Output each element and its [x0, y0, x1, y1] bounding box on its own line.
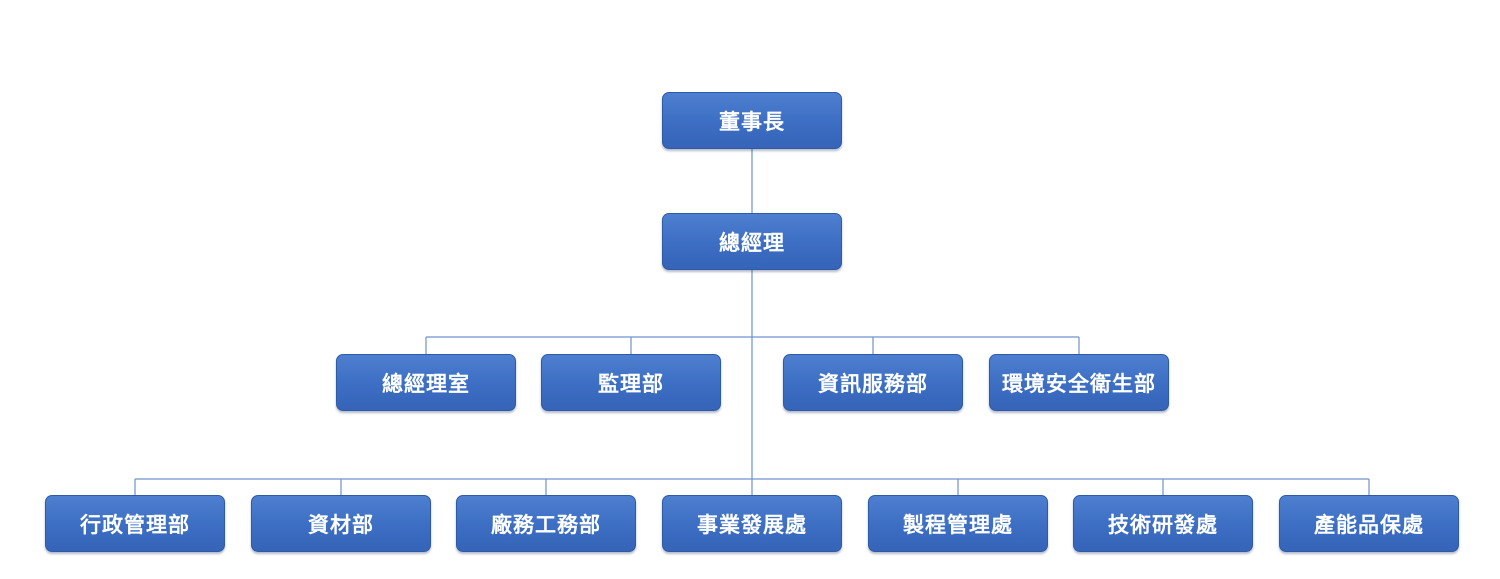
- node-capacity-qa-div: 產能品保處: [1279, 495, 1459, 552]
- node-general-manager: 總經理: [662, 213, 842, 270]
- node-business-dev-div: 事業發展處: [662, 495, 842, 552]
- node-supervision-dept: 監理部: [541, 354, 721, 411]
- node-chairman: 董事長: [662, 92, 842, 149]
- node-ehs-dept: 環境安全衛生部: [989, 354, 1169, 411]
- node-process-mgmt-div: 製程管理處: [868, 495, 1048, 552]
- node-materials-dept: 資材部: [251, 495, 431, 552]
- node-tech-rd-div: 技術研發處: [1073, 495, 1253, 552]
- node-gm-office: 總經理室: [336, 354, 516, 411]
- node-it-services-dept: 資訊服務部: [783, 354, 963, 411]
- node-facilities-dept: 廠務工務部: [456, 495, 636, 552]
- node-admin-dept: 行政管理部: [45, 495, 225, 552]
